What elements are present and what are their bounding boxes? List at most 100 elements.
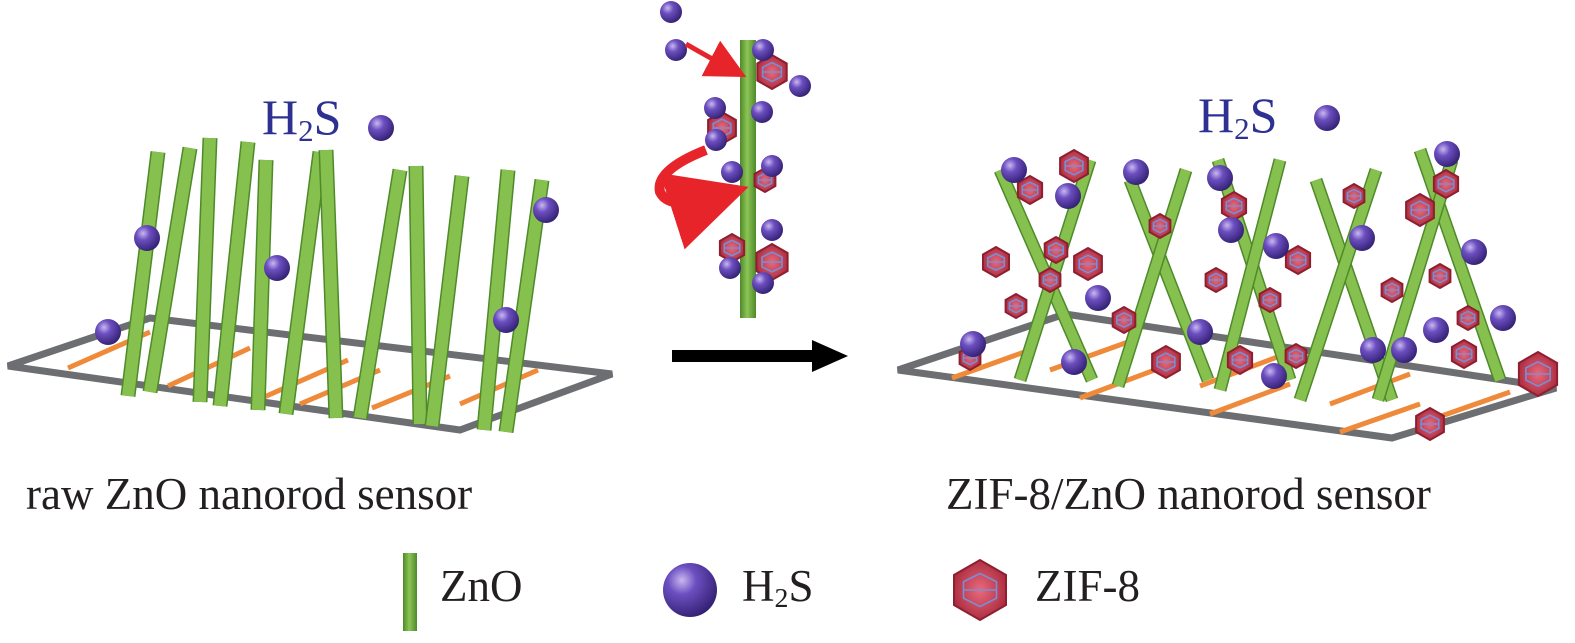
right-panel <box>896 105 1559 442</box>
nanorod-highlight <box>500 179 548 433</box>
left-caption: raw ZnO nanorod sensor <box>26 469 473 519</box>
nanorod-highlight <box>1311 178 1397 402</box>
h2s-molecule <box>705 129 727 151</box>
h2s-molecule <box>1207 165 1233 191</box>
electrode-line <box>1329 371 1411 407</box>
h2s-molecule <box>1434 141 1460 167</box>
zif8-framework <box>1008 298 1024 314</box>
zif8-framework <box>761 61 783 83</box>
nanorod-highlight <box>1295 168 1381 402</box>
h2s-molecule <box>1349 225 1375 251</box>
nanorod-highlight <box>122 151 164 397</box>
zif8-framework <box>1432 268 1448 284</box>
zif8-framework <box>1289 251 1307 269</box>
left-panel <box>6 115 614 434</box>
zif8-framework <box>1231 351 1249 369</box>
right-zif8-particles <box>958 148 1559 442</box>
h2s-molecule <box>264 255 290 281</box>
h2s-molecule <box>1218 217 1244 243</box>
zif8-framework <box>1225 197 1243 215</box>
h2s-molecule <box>1061 349 1087 375</box>
right-caption: ZIF-8/ZnO nanorod sensor <box>946 469 1431 519</box>
h2s-molecule <box>1423 317 1449 343</box>
h2s-molecule <box>752 39 774 61</box>
nanorod-highlight <box>1373 158 1457 402</box>
h2s-molecule <box>789 75 811 97</box>
zif8-framework <box>1208 272 1224 288</box>
electrode-line <box>459 367 539 407</box>
nanorod-highlight <box>252 159 272 411</box>
zif8-framework <box>761 251 783 273</box>
h2s-molecule <box>533 197 559 223</box>
nanorod-highlight <box>320 149 342 419</box>
nanorod-highlight <box>354 169 406 419</box>
h2s-molecule <box>751 101 773 123</box>
h2s-molecule <box>761 219 783 241</box>
zif8-legend-icon <box>953 558 1007 622</box>
h2s-molecule <box>1461 239 1487 265</box>
zif8-framework <box>1152 218 1168 234</box>
left-nanorods <box>120 137 550 434</box>
h2s-molecule <box>721 161 743 183</box>
electrode-line <box>951 347 1031 381</box>
nanorod-highlight <box>194 137 216 403</box>
legend-zif8-label: ZIF-8 <box>1035 561 1140 611</box>
h2s-molecule <box>1055 183 1081 209</box>
zif8-framework <box>1346 188 1362 204</box>
h2s-molecule <box>761 155 783 177</box>
zif8-framework <box>1042 272 1058 288</box>
h2s-molecule <box>752 272 774 294</box>
right-substrate <box>896 310 1558 442</box>
h2s-molecule <box>493 307 519 333</box>
h2s-molecule <box>1360 337 1386 363</box>
zno-legend-icon <box>403 553 417 631</box>
h2s-molecule <box>660 1 682 23</box>
zif8-framework <box>1460 310 1476 326</box>
diffusion-arrow <box>654 145 749 250</box>
electrode-line <box>1209 381 1291 417</box>
zif8-framework <box>1437 175 1455 193</box>
single-nanorod-zoom <box>654 1 811 318</box>
h2s-molecule <box>1263 233 1289 259</box>
nanorod-highlight <box>410 165 426 425</box>
h2s-molecule <box>1001 157 1027 183</box>
left-h2s-label: H2S <box>262 89 342 148</box>
zif8-framework <box>1262 292 1278 308</box>
h2s-molecule <box>1490 305 1516 331</box>
zif8-framework <box>1455 345 1473 363</box>
nanorod-highlight <box>214 141 254 407</box>
nanorod-highlight <box>280 151 326 415</box>
h2s-legend-icon <box>663 563 717 617</box>
zoom-h2s-molecules <box>660 1 811 294</box>
process-arrow <box>672 340 848 372</box>
zif8-framework <box>1078 254 1098 274</box>
h2s-molecule <box>960 331 986 357</box>
right-h2s-molecules <box>960 105 1516 389</box>
h2s-molecule <box>1314 105 1340 131</box>
h2s-molecule <box>134 225 160 251</box>
zif8-framework <box>1048 241 1064 259</box>
electrode-line <box>166 345 252 389</box>
zif8-framework <box>1156 352 1176 372</box>
zif8-framework <box>1525 361 1551 387</box>
h2s-molecule <box>1187 319 1213 345</box>
zif8-framework <box>1288 348 1304 364</box>
zif8-framework <box>1021 181 1039 199</box>
nanorod-highlight <box>144 147 196 393</box>
nanorod-highlight <box>478 169 514 431</box>
legend-h2s-label: H2S <box>742 561 814 615</box>
h2s-molecule <box>704 97 726 119</box>
zif8-framework <box>1064 156 1084 176</box>
h2s-molecule <box>1391 337 1417 363</box>
left-h2s-molecules <box>95 115 559 345</box>
legend <box>403 553 1007 631</box>
h2s-molecule <box>95 319 121 345</box>
h2s-molecule <box>1123 159 1149 185</box>
nanorod-highlight <box>1125 178 1213 382</box>
right-h2s-label: H2S <box>1198 87 1278 146</box>
zif8-framework <box>1116 311 1132 329</box>
h2s-molecule <box>1261 363 1287 389</box>
electrode-line <box>1339 401 1421 435</box>
legend-zno-label: ZnO <box>440 561 523 611</box>
